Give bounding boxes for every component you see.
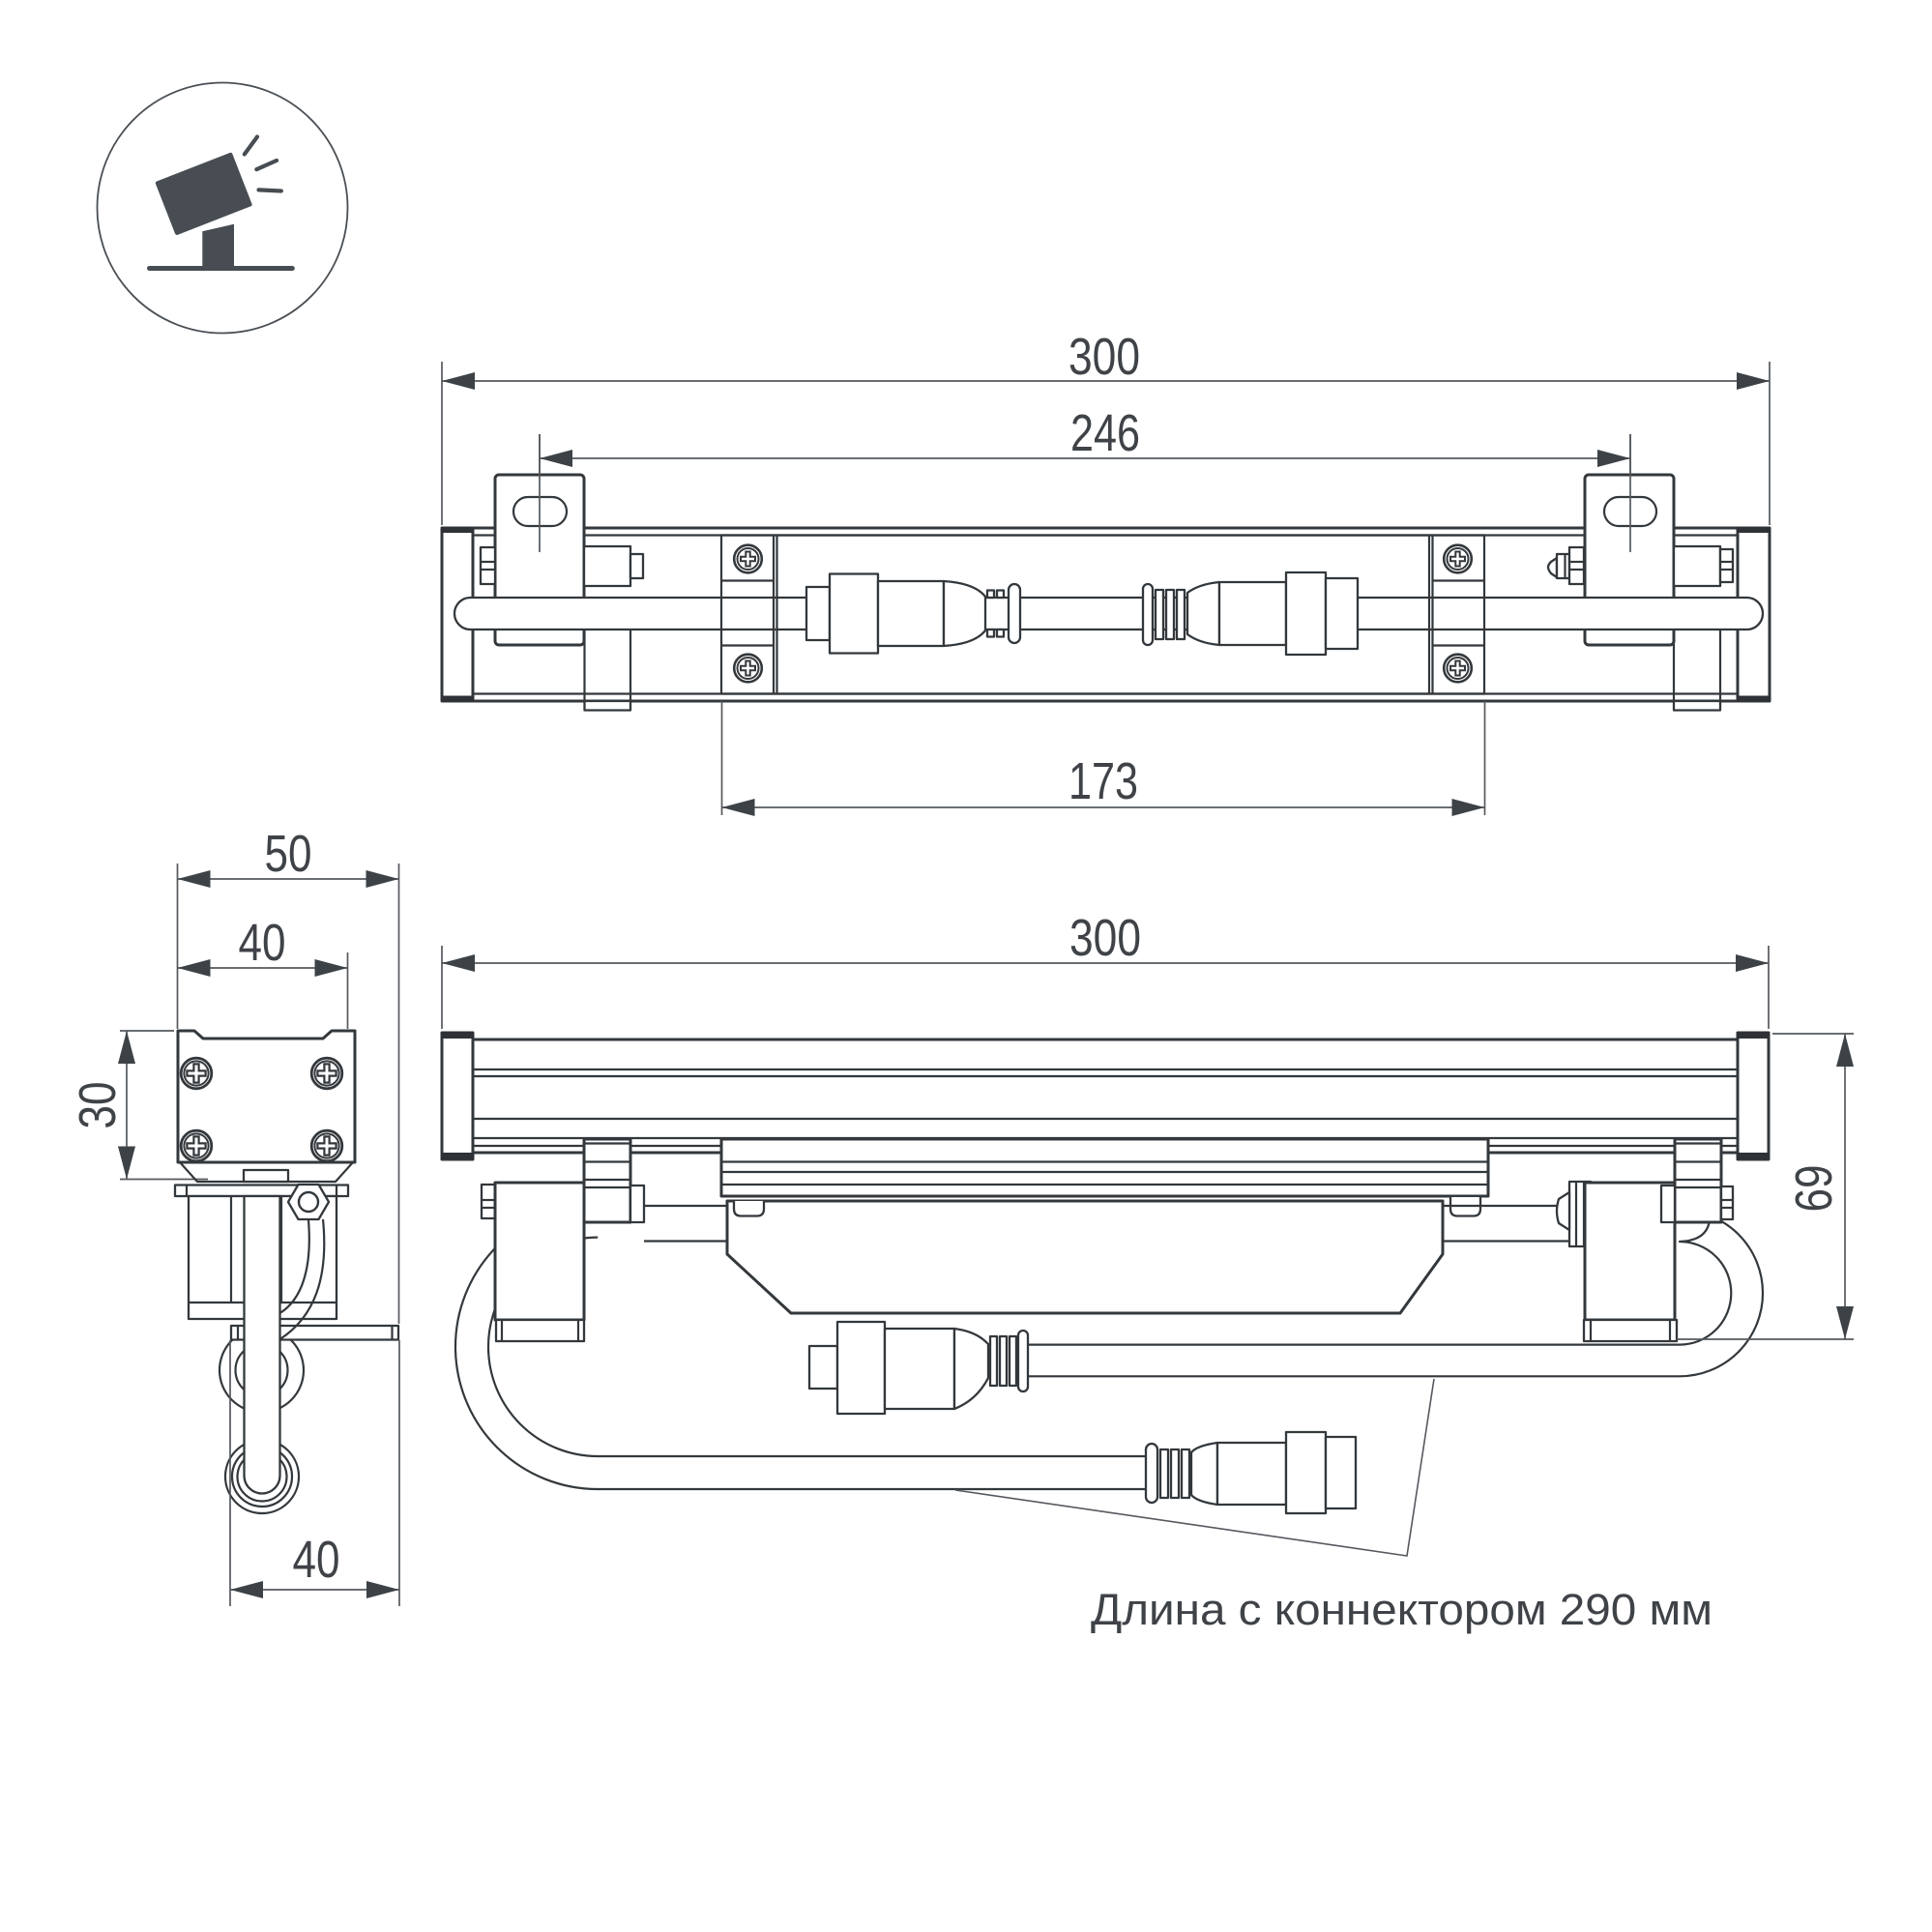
svg-text:40: 40	[293, 1531, 340, 1589]
svg-text:50: 50	[265, 825, 312, 883]
svg-text:40: 40	[239, 914, 286, 972]
svg-text:246: 246	[1070, 404, 1140, 462]
svg-text:300: 300	[1068, 328, 1140, 386]
svg-text:30: 30	[69, 1082, 127, 1129]
svg-text:300: 300	[1069, 909, 1141, 967]
svg-text:69: 69	[1785, 1165, 1843, 1213]
svg-text:Длина с коннектором 290 мм: Длина с коннектором 290 мм	[1091, 1585, 1712, 1634]
svg-text:173: 173	[1068, 752, 1138, 810]
